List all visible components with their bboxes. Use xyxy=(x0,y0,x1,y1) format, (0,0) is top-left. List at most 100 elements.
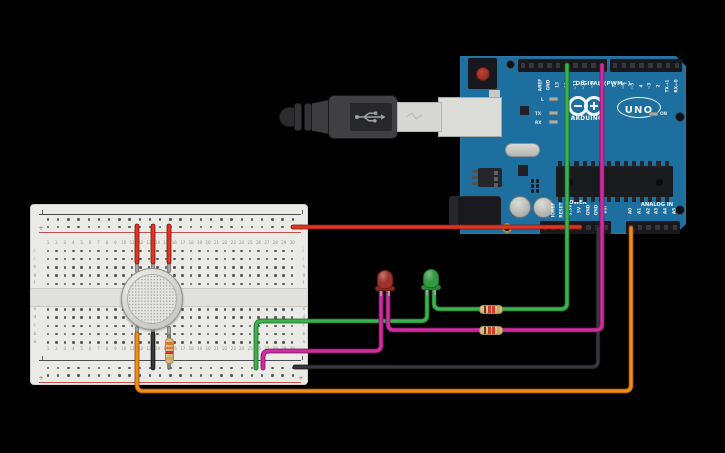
pin-socket[interactable] xyxy=(612,63,618,68)
breadboard-hole xyxy=(257,249,260,253)
pin-socket[interactable] xyxy=(663,225,669,230)
breadboard-hole xyxy=(198,332,201,336)
wire-d8-pink[interactable] xyxy=(499,62,605,333)
led-red[interactable] xyxy=(375,269,395,296)
breadboard-hole xyxy=(97,308,100,311)
breadboard-hole xyxy=(265,257,269,261)
pin-socket[interactable] xyxy=(646,225,651,230)
breadboard-hole xyxy=(80,316,83,319)
breadboard-hole xyxy=(88,324,92,328)
breadboard-hole xyxy=(63,332,67,336)
pin-socket[interactable] xyxy=(529,63,535,68)
pin-socket[interactable] xyxy=(621,63,627,68)
breadboard-hole xyxy=(198,282,201,286)
breadboard-hole xyxy=(107,366,111,370)
breadboard-col-number: 17 xyxy=(180,240,186,246)
mcu-dot xyxy=(656,179,663,186)
pin-socket[interactable] xyxy=(674,63,680,68)
mcu-leg xyxy=(631,196,636,202)
pin-socket[interactable] xyxy=(590,63,596,68)
breadboard-col-number: 16 xyxy=(171,240,177,246)
breadboard-col-number: 18 xyxy=(188,346,194,352)
wire-pink-to-rail[interactable] xyxy=(260,287,384,371)
breadboard-hole xyxy=(240,332,243,336)
breadboard-hole xyxy=(105,308,109,311)
breadboard-col-number: 12 xyxy=(138,346,144,352)
wire-green-to-led[interactable] xyxy=(431,287,483,312)
pin-socket[interactable] xyxy=(520,63,526,68)
breadboard-hole xyxy=(138,374,142,377)
mcu-leg xyxy=(558,161,563,167)
pin-socket[interactable] xyxy=(637,225,643,230)
mcu-leg xyxy=(558,196,563,202)
wire-d12-green[interactable] xyxy=(499,62,570,312)
pin-socket[interactable] xyxy=(555,63,561,68)
breadboard-hole xyxy=(230,218,233,221)
breadboard-hole xyxy=(215,308,218,311)
breadboard-hole xyxy=(240,249,243,253)
pin-socket[interactable] xyxy=(656,63,662,68)
regulator-pad xyxy=(494,176,498,181)
mcu-leg xyxy=(607,196,612,202)
mcu-leg xyxy=(623,196,628,202)
resistor-green-line[interactable] xyxy=(479,304,503,314)
breadboard-hole xyxy=(240,374,244,377)
mcu-leg xyxy=(648,161,653,167)
gas-sensor[interactable] xyxy=(121,267,183,330)
breadboard-hole xyxy=(122,274,126,277)
breadboard-hole xyxy=(290,341,294,344)
breadboard-hole xyxy=(281,366,284,370)
breadboard-hole xyxy=(147,266,151,269)
breadboard-hole xyxy=(139,249,142,253)
breadboard-hole xyxy=(173,266,176,269)
breadboard-hole xyxy=(206,274,210,277)
breadboard-hole xyxy=(173,324,176,328)
breadboard-hole xyxy=(130,257,134,261)
wire-gnd-black[interactable] xyxy=(292,225,601,370)
wire-green-to-rail[interactable] xyxy=(253,287,430,371)
pin-socket[interactable] xyxy=(538,63,543,68)
breadboard-hole xyxy=(105,324,109,328)
digital-header-right[interactable] xyxy=(610,59,682,72)
on-led xyxy=(649,111,658,116)
pin-socket[interactable] xyxy=(547,63,552,68)
pin-socket[interactable] xyxy=(648,63,653,68)
breadboard-hole xyxy=(189,282,193,286)
breadboard-hole xyxy=(281,225,284,229)
pin-socket[interactable] xyxy=(639,63,644,68)
wire-pink-to-led[interactable] xyxy=(385,287,483,333)
breadboard-hole xyxy=(71,266,75,269)
reset-button[interactable] xyxy=(476,67,490,81)
pin-socket[interactable] xyxy=(586,225,591,230)
wire-a0-orange[interactable] xyxy=(134,225,634,394)
breadboard-hole xyxy=(248,257,252,261)
pin-socket[interactable] xyxy=(573,63,578,68)
breadboard-hole xyxy=(231,274,235,277)
breadboard-col-number: 26 xyxy=(255,346,262,352)
uno-badge: UNO xyxy=(617,97,661,118)
mcu-leg xyxy=(664,196,669,202)
digital-header-left[interactable] xyxy=(518,59,607,72)
breadboard-hole xyxy=(46,218,50,221)
breadboard-hole xyxy=(97,374,101,377)
breadboard-hole xyxy=(179,225,182,229)
pin-socket[interactable] xyxy=(672,225,678,230)
resistor-breadboard[interactable] xyxy=(164,337,175,364)
resistor-band xyxy=(492,326,495,334)
pin-socket[interactable] xyxy=(582,63,587,68)
breadboard-row-letter: e xyxy=(302,306,306,312)
breadboard-hole xyxy=(122,249,126,253)
breadboard-hole xyxy=(274,341,277,344)
pin-socket[interactable] xyxy=(655,225,660,230)
breadboard-hole xyxy=(206,308,210,311)
pin-socket[interactable] xyxy=(603,225,609,230)
pin-socket[interactable] xyxy=(665,63,671,68)
breadboard-col-number: 22 xyxy=(222,346,228,352)
breadboard-hole xyxy=(114,332,117,336)
breadboard-hole xyxy=(114,308,117,311)
pin-socket[interactable] xyxy=(630,63,635,68)
led-green[interactable] xyxy=(421,268,441,295)
breadboard-hole xyxy=(71,282,75,286)
resistor-pink-line[interactable] xyxy=(479,325,503,335)
mcu-leg xyxy=(615,196,620,202)
